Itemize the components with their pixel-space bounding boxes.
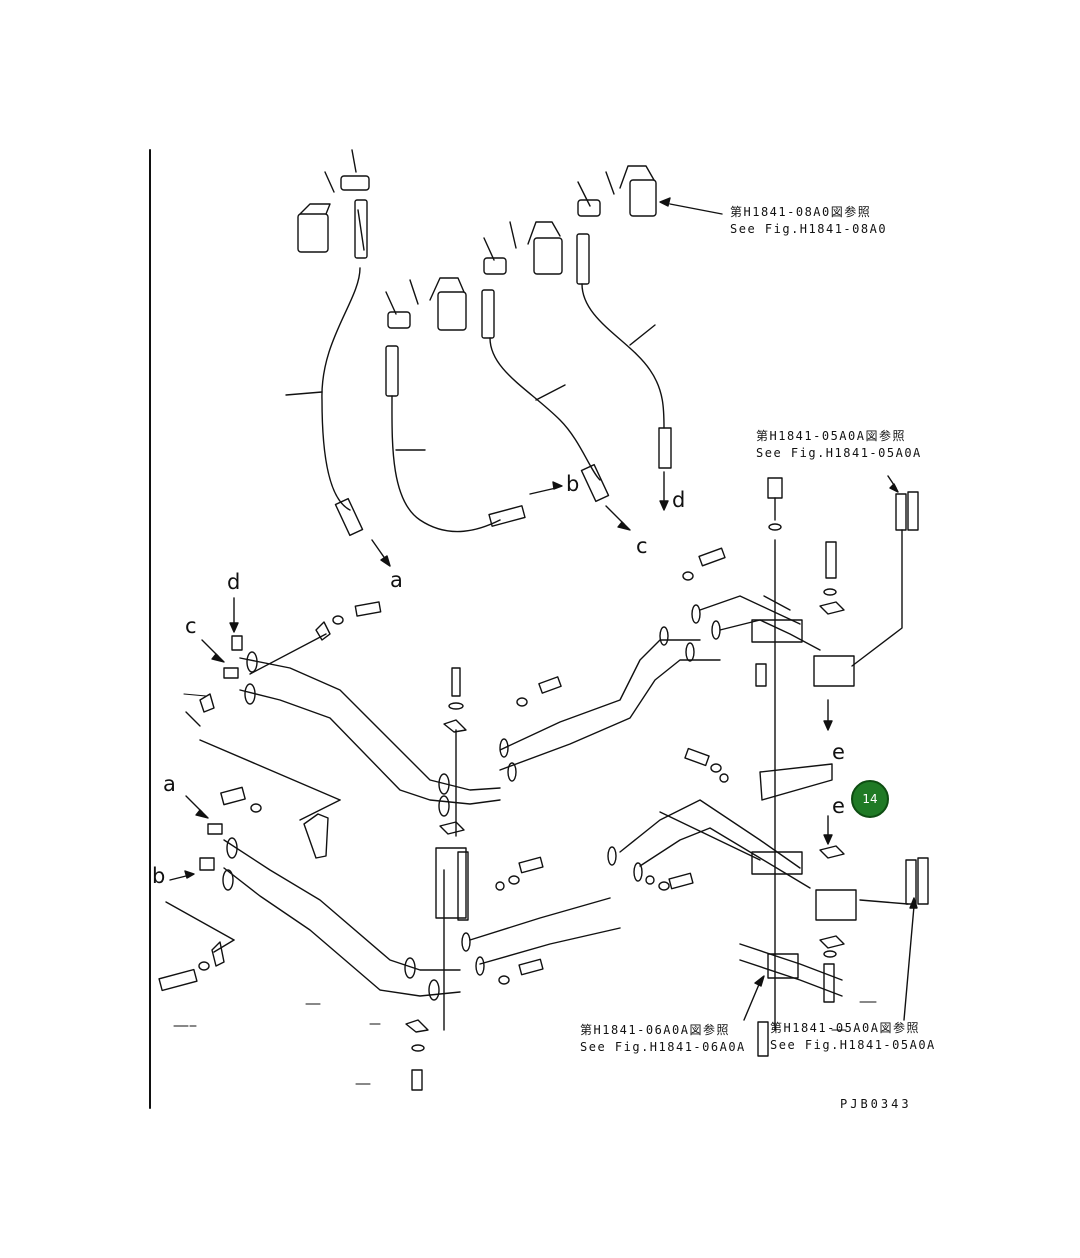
connection-label-c: c (636, 534, 648, 558)
hose-a (321, 267, 361, 511)
reference-en: See Fig.H1841-06A0A (580, 1040, 746, 1054)
filter-assembly-1 (297, 149, 370, 259)
connection-label-a: a (390, 568, 403, 592)
connection-label-c: c (185, 614, 197, 638)
reference-label-05A0A-upper: 第H1841-05A0A図参照 See Fig.H1841-05A0A (756, 428, 922, 462)
connection-label-d: d (227, 570, 241, 594)
connection-label-a: a (163, 772, 176, 796)
filter-assembly-3 (481, 221, 563, 339)
reference-label-06A0A: 第H1841-06A0A図参照 See Fig.H1841-06A0A (580, 1022, 746, 1056)
reference-label-08A0: 第H1841-08A0図参照 See Fig.H1841-08A0 (730, 204, 887, 238)
reference-en: See Fig.H1841-08A0 (730, 222, 888, 236)
reference-jp: 第H1841-05A0A図参照 (756, 429, 906, 443)
reference-jp: 第H1841-05A0A図参照 (770, 1021, 920, 1035)
upper-pipe-group (185, 477, 919, 1031)
lower-pipe-group (158, 747, 929, 1091)
reference-jp: 第H1841-08A0図参照 (730, 205, 872, 219)
connection-label-b: b (152, 864, 166, 888)
connection-label-e: e (832, 740, 845, 764)
hose-b (391, 395, 501, 533)
reference-en: See Fig.H1841-05A0A (770, 1038, 936, 1052)
filter-assembly-2 (385, 277, 467, 397)
hose-d (581, 283, 665, 429)
hose-c (489, 337, 601, 481)
drawing-code: PJB0343 (840, 1097, 912, 1111)
connection-label-b: b (566, 472, 580, 496)
callout-badge[interactable]: 14 (851, 780, 889, 818)
filter-assembly-4 (576, 165, 657, 285)
reference-jp: 第H1841-06A0A図参照 (580, 1023, 730, 1037)
connection-label-d: d (672, 488, 686, 512)
reference-label-05A0A-lower: 第H1841-05A0A図参照 See Fig.H1841-05A0A (770, 1020, 936, 1054)
connection-label-e: e (832, 794, 845, 818)
reference-en: See Fig.H1841-05A0A (756, 446, 922, 460)
